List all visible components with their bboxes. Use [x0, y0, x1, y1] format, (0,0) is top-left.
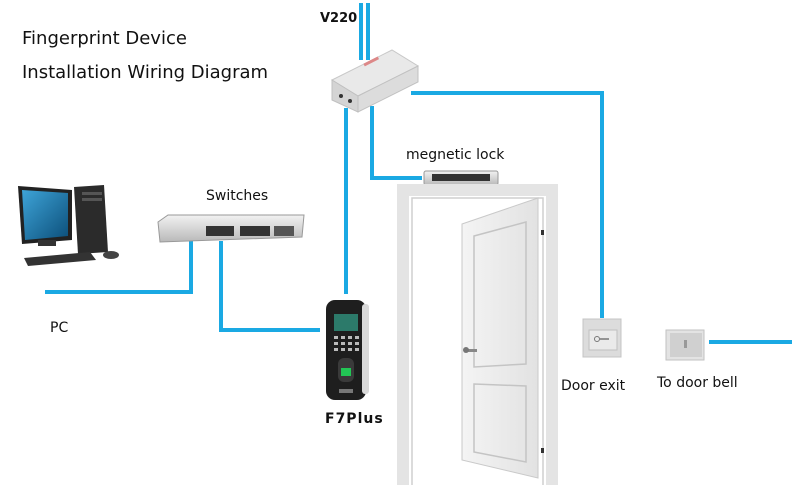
diagram-title-line1: Fingerprint Device: [22, 28, 187, 49]
desktop-computer-icon: [18, 185, 119, 266]
diagram-title-line2: Installation Wiring Diagram: [22, 62, 269, 83]
magnetic-lock-icon: [423, 170, 499, 186]
door-icon: [397, 184, 558, 485]
pc-label: PC: [50, 320, 69, 336]
door-bell-icon: [665, 329, 705, 361]
power-supply-icon: [330, 49, 420, 113]
wire-pc-switch: [45, 241, 193, 294]
door-bell-label: To door bell: [657, 375, 738, 391]
network-switch-icon: [157, 214, 305, 243]
wire-psu-lock: [370, 106, 422, 180]
wire-psu-exit: [411, 91, 604, 318]
terminal-model-label: F7Plus: [325, 411, 384, 427]
wires: [45, 3, 792, 344]
switch-label: Switches: [206, 188, 269, 204]
wire-switch-terminal: [219, 241, 320, 332]
exit-button-icon: [582, 318, 622, 358]
exit-button-label: Door exit: [561, 378, 626, 394]
fingerprint-terminal-icon: [326, 300, 369, 400]
lock-label: megnetic lock: [406, 147, 505, 163]
power-supply-label: V220: [320, 11, 358, 26]
